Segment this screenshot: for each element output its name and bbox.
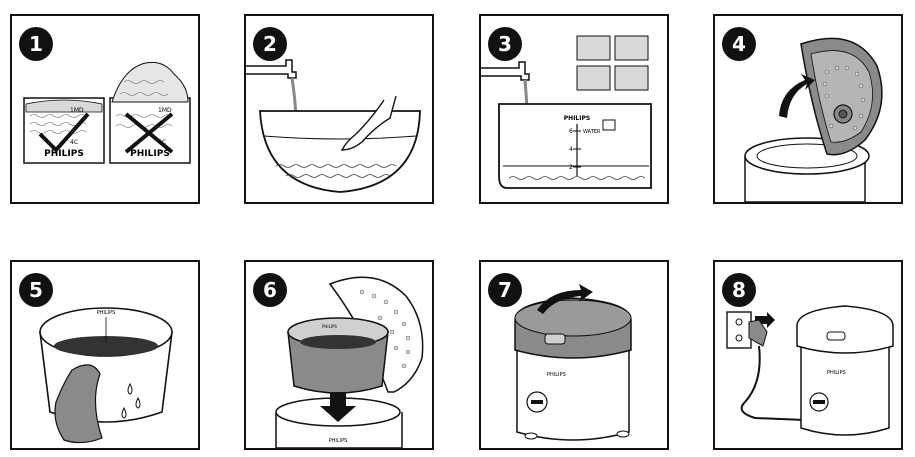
- hand-icon: [340, 95, 397, 151]
- rice-grains: [508, 176, 646, 180]
- cup-mark-icon: [602, 119, 616, 131]
- step-1-panel: 1 1MD 4C PHILIPS 1MD: [10, 14, 200, 204]
- level-mark-2: 2: [569, 164, 573, 171]
- lid-button: [826, 331, 846, 341]
- rinse-rice-illustration: [246, 59, 421, 193]
- step-number-badge: 3: [488, 27, 522, 61]
- level-mark-4: 4: [569, 146, 573, 153]
- step-7-panel: 7 PHILIPS: [479, 260, 669, 450]
- correct-fill-pot: 1MD 4C PHILIPS: [23, 97, 105, 164]
- cup-icon-group: [576, 35, 649, 91]
- plug-in-illustration: PHILIPS: [726, 305, 894, 436]
- wall-socket-icon: [726, 311, 752, 349]
- closed-lid: [796, 305, 894, 354]
- step-number-badge: 1: [19, 27, 53, 61]
- level-mark-6: 6: [569, 128, 573, 135]
- cooker-body: [800, 341, 890, 436]
- power-cord: [740, 345, 806, 421]
- bowl: [259, 110, 421, 193]
- rice-mark-mid: 4C: [70, 139, 78, 146]
- rice-mark-top: 1MD: [70, 107, 84, 114]
- faucet-icon: [246, 59, 297, 79]
- brand-label-base: PHILIPS: [329, 438, 348, 444]
- brand-label: PHILIPS: [547, 372, 566, 378]
- rice-mark-top-2: 1MD: [158, 107, 172, 114]
- rice-grains: [275, 164, 397, 178]
- step-number-badge: 7: [488, 273, 522, 307]
- step-number-badge: 6: [253, 273, 287, 307]
- step-2-panel: 2: [244, 14, 434, 204]
- step-number-badge: 2: [253, 27, 287, 61]
- step-number-badge: 4: [722, 27, 756, 61]
- close-lid-illustration: PHILIPS: [514, 284, 632, 441]
- brand-label: PHILIPS: [322, 324, 337, 329]
- faucet-icon: [481, 61, 530, 81]
- lid-button: [544, 333, 566, 345]
- place-pot-illustration: PHILIPS PHILIPS: [275, 276, 424, 448]
- step-number-badge: 8: [722, 273, 756, 307]
- down-arrow-icon: [320, 392, 356, 422]
- rice-level-illustration: 1MD 4C PHILIPS 1MD 4C PHILIPS: [23, 61, 191, 164]
- cloth-icon: [54, 364, 103, 444]
- step-3-panel: 3 6 4 2 WATER PHILIPS: [479, 14, 669, 204]
- brand-label: PHILIPS: [44, 149, 84, 159]
- brand-label: PHILIPS: [564, 115, 590, 122]
- insert-pot-lid-open-illustration: [744, 37, 883, 202]
- overfilled-pot: 1MD 4C PHILIPS: [109, 61, 191, 164]
- step-5-panel: 5 PHILIPS: [10, 260, 200, 450]
- rotate-arrow-icon: [537, 284, 593, 314]
- inner-pot: [498, 103, 652, 189]
- step-8-panel: 8 PHILIPS: [713, 260, 903, 450]
- cross-icon: [124, 112, 174, 154]
- wipe-pot-illustration: PHILIPS: [39, 307, 173, 444]
- brand-label: PHILIPS: [827, 370, 846, 376]
- add-water-illustration: 6 4 2 WATER PHILIPS: [481, 35, 652, 189]
- step-4-panel: 4: [713, 14, 903, 204]
- water-mark: WATER: [583, 129, 601, 135]
- cooker-body: [516, 343, 630, 441]
- step-number-badge: 5: [19, 273, 53, 307]
- water-drops-icon: [121, 382, 141, 419]
- plug-icon: [748, 319, 768, 347]
- checkmark-icon: [38, 112, 90, 153]
- step-6-panel: 6 PHILIPS PHILIPS: [244, 260, 434, 450]
- close-arrow-icon: [779, 74, 815, 118]
- brand-label-2: PHILIPS: [130, 149, 170, 159]
- brand-label: PHILIPS: [97, 310, 116, 316]
